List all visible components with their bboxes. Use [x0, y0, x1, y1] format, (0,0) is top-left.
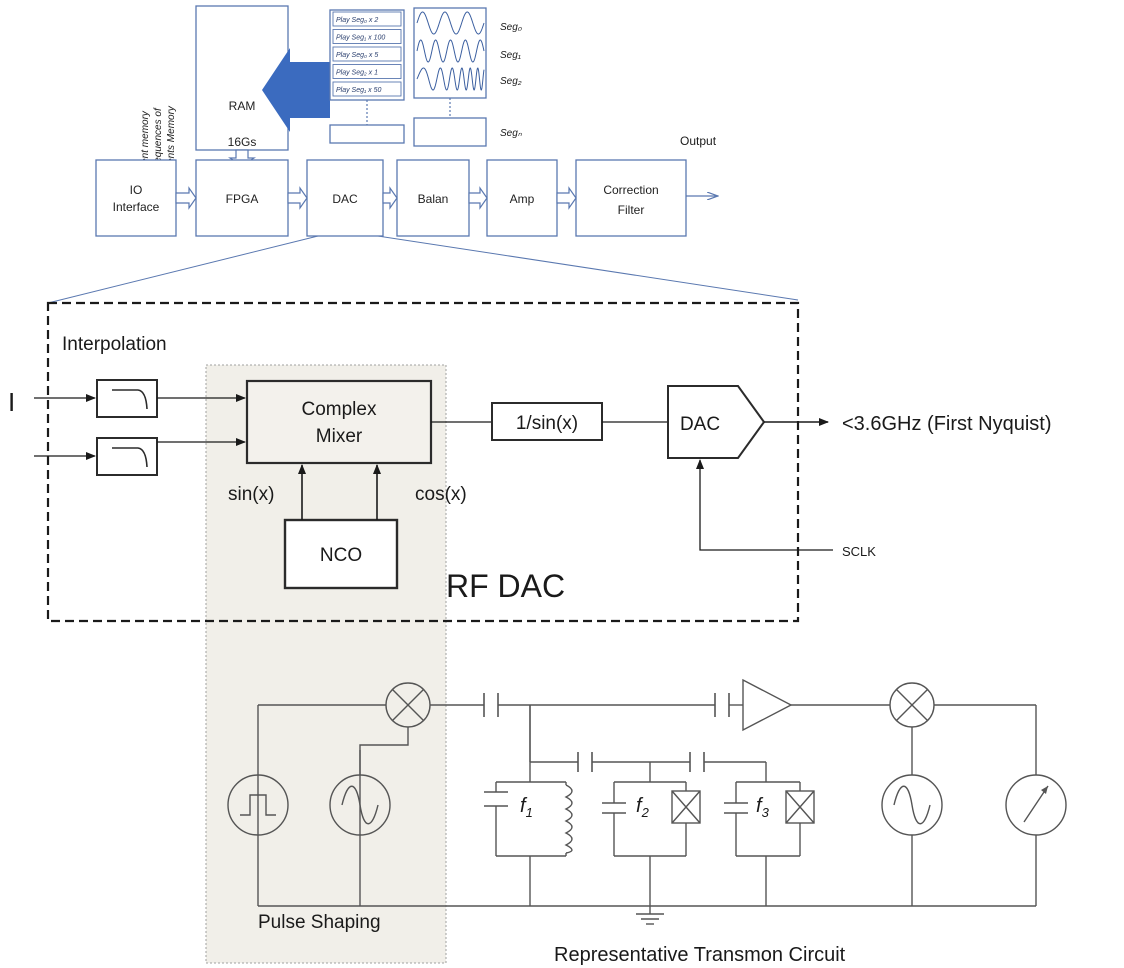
josephson-junction-icon: [785, 790, 815, 824]
signal-chain: IO Interface FPGA DAC Balan Amp Correcti…: [95, 134, 718, 237]
zoom-line-right: [377, 235, 799, 301]
interpolation-label: Interpolation: [62, 334, 167, 355]
dac-chain-block: DAC: [306, 159, 384, 237]
nco-label: NCO: [320, 545, 362, 566]
chain-arrow: [287, 186, 308, 210]
f2-label: f2: [636, 795, 650, 820]
inductor-icon: [564, 784, 573, 854]
chain-arrow: [468, 186, 488, 210]
transmon-circuit: [257, 704, 1037, 907]
memory-label-line1: Segment memory: [140, 110, 151, 190]
correction-filter-block: Correction Filter: [575, 159, 687, 237]
chain-arrow: [382, 186, 398, 210]
f1-label: f1: [520, 795, 533, 820]
rf-output-label: <3.6GHz (First Nyquist): [842, 413, 1051, 435]
segn-label: Segₙ: [500, 128, 523, 139]
memory-load-arrow: [262, 32, 330, 148]
tank-capacitors: [484, 791, 748, 814]
memory-label-line2: And Sequences of: [153, 107, 164, 191]
rf-dac-title: RF DAC: [446, 568, 565, 604]
ground-icon: [636, 906, 664, 925]
pulse-shaping-region: [205, 364, 447, 964]
segment-waveforms: Seg₀ Seg₁ Seg₂ Segₙ: [413, 7, 523, 147]
ram-block: RAM 16Gs: [195, 5, 289, 151]
amplifier-icon: [742, 678, 793, 732]
io-interface-block: IO Interface: [95, 159, 177, 237]
ram-size: 16Gs: [228, 135, 257, 149]
fpga-label: FPGA: [226, 192, 259, 206]
mixer-line2: Mixer: [316, 426, 363, 447]
interpolation-filter-i: [96, 379, 158, 418]
ram-label: RAM: [229, 99, 256, 113]
segment0-waveform: [416, 11, 485, 35]
coupling-capacitors: [483, 693, 730, 772]
rf-dac-boundary: [46, 301, 800, 623]
sequence-item: Play Seg₀ x 5: [336, 52, 378, 59]
correction-line2: Filter: [618, 203, 645, 217]
meter-icon: [1005, 774, 1067, 836]
sequence-item-box: [332, 11, 402, 27]
amp-block: Amp: [486, 159, 558, 237]
sin-label: sin(x): [228, 484, 274, 505]
transmon-caption: Representative Transmon Circuit: [554, 944, 846, 966]
pulse-shaping-label: Pulse Shaping: [258, 912, 381, 933]
chain-arrows: [175, 186, 577, 210]
pulse-source-icon: [227, 774, 289, 836]
josephson-junction-icon: [671, 790, 701, 824]
dac-converter-label: DAC: [680, 414, 720, 435]
sequence-item-box: [332, 64, 402, 79]
segment-memory-label: Segment memory And Sequences of Segments…: [140, 105, 177, 191]
sequence-item: Play Seg₁ x 50: [336, 87, 382, 94]
sequence-item-box: [332, 81, 402, 97]
cos-label: cos(x): [415, 484, 467, 505]
segment1-waveform: [416, 39, 485, 63]
correction-line1: Correction: [603, 183, 658, 197]
seg1-label: Seg₁: [500, 50, 521, 61]
sequence-item-box: [332, 46, 402, 62]
chain-arrow: [175, 186, 197, 210]
memory-label-line3: Segments Memory: [166, 105, 177, 190]
complex-mixer-block: Complex Mixer: [245, 379, 433, 465]
io-line2: Interface: [113, 200, 160, 214]
f3-label: f3: [756, 795, 770, 820]
output-label: Output: [680, 134, 717, 148]
sequence-item: Play Seg₁ x 100: [336, 35, 385, 42]
balan-label: Balan: [418, 192, 449, 206]
amp-label: Amp: [510, 192, 535, 206]
mixer-icon: [889, 682, 935, 728]
balan-block: Balan: [396, 159, 470, 237]
chain-arrow: [556, 186, 577, 210]
rf-dac-converter: DAC: [667, 385, 766, 459]
sequence-item-box: [332, 29, 402, 44]
mixer-line1: Complex: [302, 399, 377, 420]
seg0-label: Seg₀: [500, 22, 522, 33]
input-i-label: I: [8, 387, 15, 417]
fpga-block: FPGA: [195, 159, 289, 237]
sine-source-icon: [881, 774, 943, 836]
interpolation-filter-q: [96, 437, 158, 476]
segment2-waveform: [416, 67, 485, 91]
sequence-item: Play Seg₂ x 1: [336, 70, 378, 77]
lo-wire: [359, 727, 409, 775]
sclk-line: [696, 459, 833, 551]
zoom-line-left: [47, 235, 319, 304]
sinc-correction-block: 1/sin(x): [491, 402, 603, 441]
sinc-label: 1/sin(x): [516, 413, 578, 434]
sequence-item: Play Seg₀ x 2: [336, 17, 378, 24]
seg2-label: Seg₂: [500, 76, 522, 87]
sclk-label: SCLK: [842, 544, 876, 559]
nco-block: NCO: [283, 518, 399, 590]
io-line1: IO: [130, 183, 143, 197]
dac-chain-label: DAC: [332, 192, 358, 206]
